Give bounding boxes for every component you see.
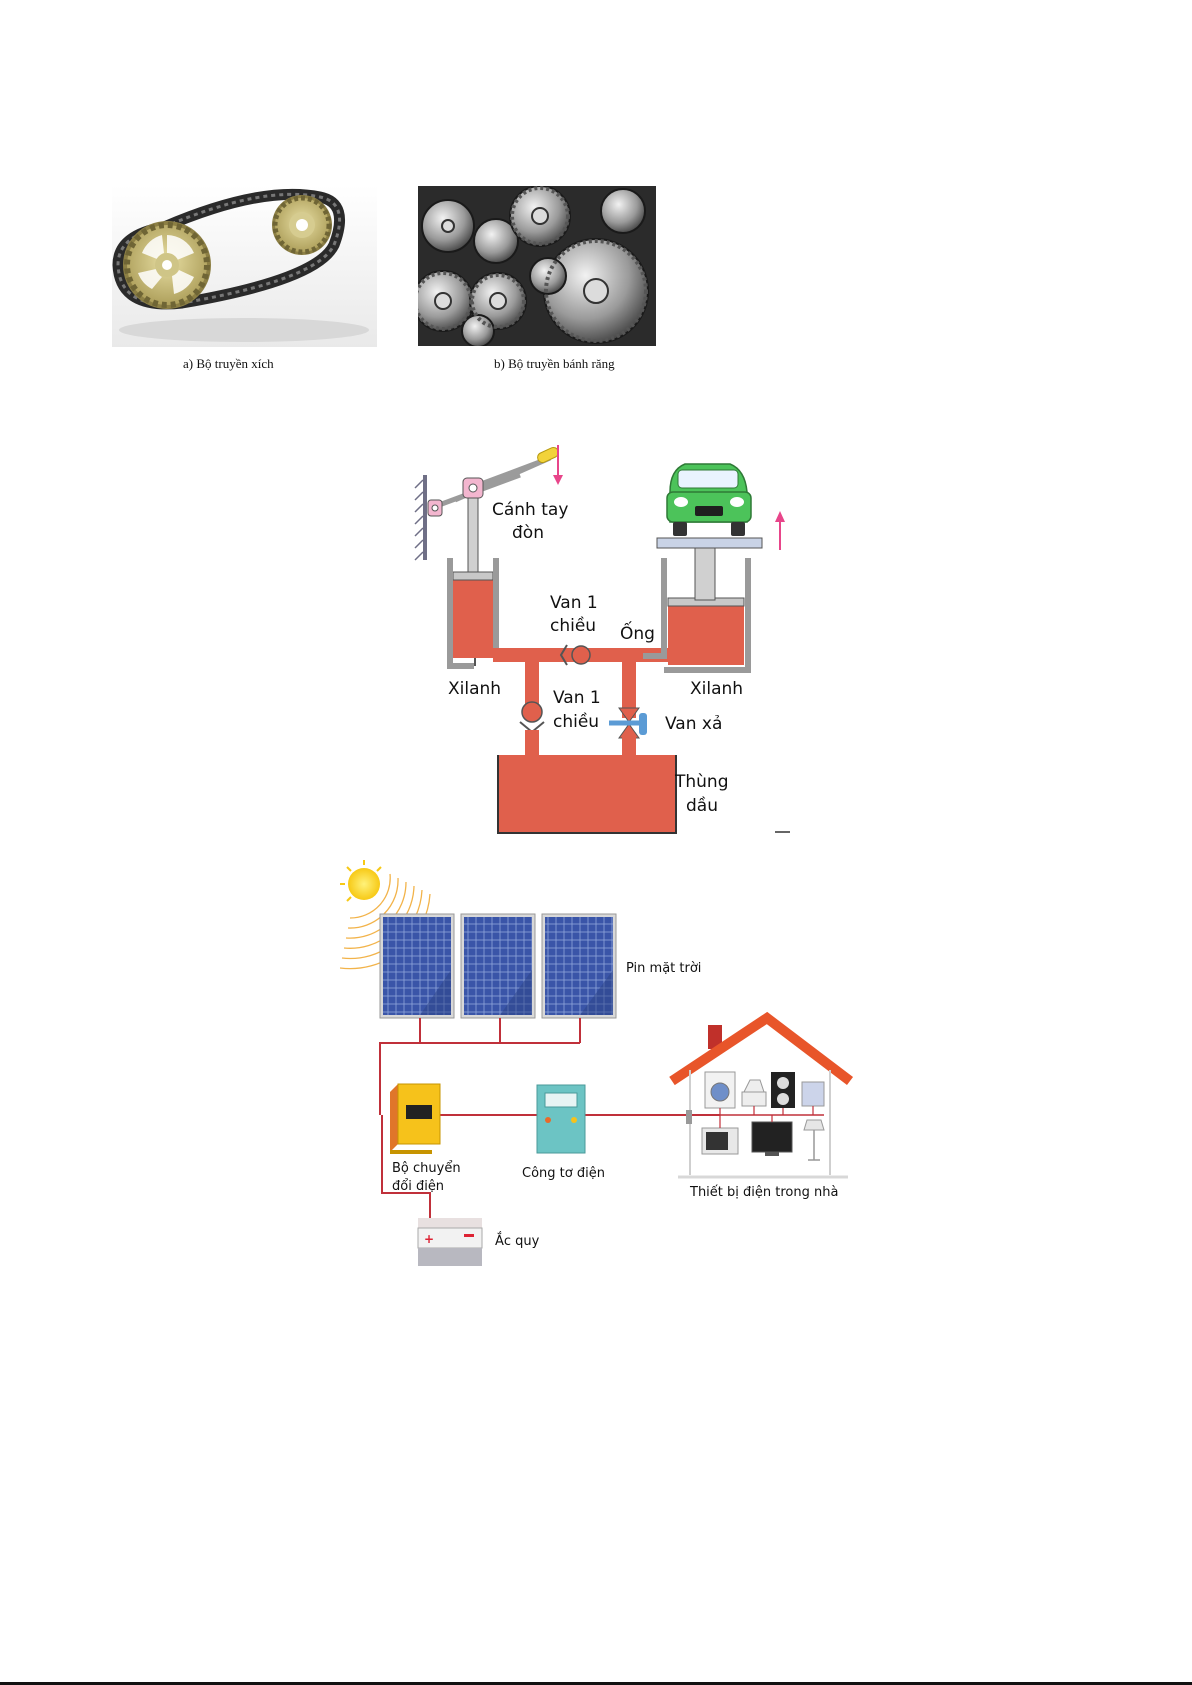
gear-drive-caption: b) Bộ truyền bánh răng bbox=[494, 356, 615, 372]
lift-platform bbox=[657, 538, 762, 548]
label-home-devices: Thiết bị điện trong nhà bbox=[689, 1185, 838, 1200]
gear-drive-image bbox=[418, 186, 656, 346]
label-valve-top-1: Van 1 bbox=[550, 593, 598, 613]
label-battery: Ắc quy bbox=[495, 1232, 540, 1249]
chain-drive-caption: a) Bộ truyền xích bbox=[183, 356, 274, 372]
label-valve-bottom-2: chiều bbox=[553, 711, 599, 732]
solar-panels bbox=[380, 914, 616, 1018]
label-tank-2: dầu bbox=[686, 795, 718, 816]
lamp-icon bbox=[804, 1120, 824, 1130]
label-meter: Công tơ điện bbox=[522, 1166, 605, 1181]
svg-text:+: + bbox=[424, 1232, 434, 1246]
house-icon bbox=[672, 1018, 850, 1177]
label-lever-2: đòn bbox=[512, 523, 544, 543]
inverter-icon bbox=[390, 1084, 440, 1154]
battery-icon: + bbox=[418, 1218, 482, 1266]
label-valve-bottom-1: Van 1 bbox=[553, 688, 601, 708]
label-cylinder-left: Xilanh bbox=[448, 679, 501, 699]
gear-drive-figure bbox=[418, 186, 656, 346]
label-inverter-2: đổi điện bbox=[392, 1179, 444, 1194]
sun-icon bbox=[348, 868, 380, 900]
check-valve-top-icon bbox=[572, 646, 590, 664]
chain-drive-figure bbox=[112, 185, 377, 347]
solar-system-diagram: Pin mặt trời Bộ chuyển đổi điện Công tơ … bbox=[340, 860, 860, 1280]
label-inverter-1: Bộ chuyển bbox=[392, 1161, 461, 1176]
label-pipe: Ống bbox=[620, 620, 655, 644]
car-icon bbox=[667, 464, 751, 536]
check-valve-bottom-icon bbox=[522, 702, 542, 722]
label-tank-1: Thùng bbox=[674, 772, 729, 792]
label-lever-1: Cánh tay bbox=[492, 500, 568, 520]
coffee-machine-icon bbox=[802, 1082, 824, 1106]
kettle-icon bbox=[742, 1080, 766, 1106]
tv-icon bbox=[752, 1122, 792, 1152]
label-solar-panels: Pin mặt trời bbox=[626, 961, 701, 976]
electric-meter-icon bbox=[537, 1085, 585, 1153]
hydraulic-jack-diagram: Cánh tay đòn Van 1 chiều Ống Xilanh Xila… bbox=[395, 430, 815, 840]
label-drain-valve: Van xả bbox=[665, 714, 722, 734]
label-cylinder-right: Xilanh bbox=[690, 679, 743, 699]
label-valve-top-2: chiều bbox=[550, 615, 596, 636]
chain-drive-image bbox=[112, 185, 377, 347]
